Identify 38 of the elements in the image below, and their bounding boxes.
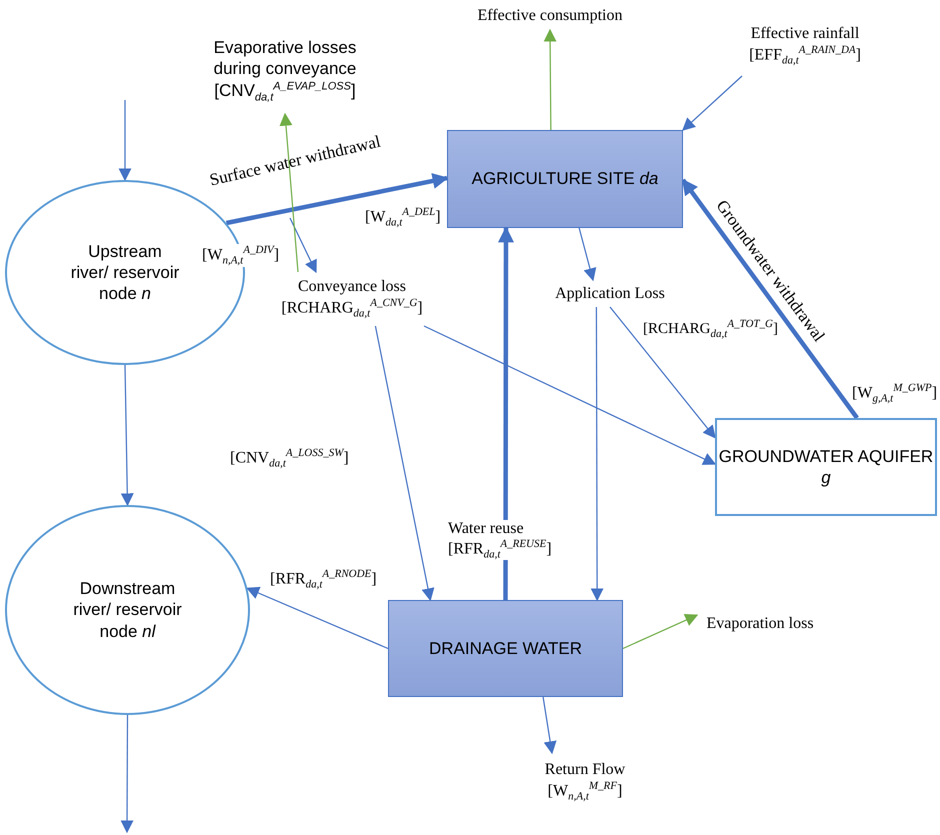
box-title: GROUNDWATER AQUIFER g xyxy=(718,446,934,488)
flow-label: Evaporation loss xyxy=(704,614,816,634)
arrow xyxy=(590,307,604,602)
arrow xyxy=(120,715,134,834)
box-title: AGRICULTURE SITE da xyxy=(472,168,658,190)
flow-label: Effective consumption xyxy=(476,6,624,26)
edge-label: Surface water withdrawal xyxy=(208,132,382,190)
flow-label: Conveyance loss xyxy=(296,276,408,297)
arrow xyxy=(610,306,716,439)
arrow xyxy=(120,364,134,506)
arrow xyxy=(544,28,557,130)
variable-label: [W$_{da,t}$$^{A_DEL}$] xyxy=(365,206,441,229)
arrow xyxy=(226,173,449,226)
arrow xyxy=(682,76,742,131)
process-box xyxy=(388,600,623,697)
edge-label: [CNV$_{da,t}$$^{A_LOSS_SW}$] xyxy=(230,447,349,470)
arrow xyxy=(498,226,514,600)
box-title: DRAINAGE WATER xyxy=(428,638,582,660)
arrow xyxy=(118,100,132,182)
node-label: Downstream river/ reservoir node nl xyxy=(72,578,182,642)
variable-label: [W$_{g,A,t}$$^{M_GWP}$] xyxy=(852,382,938,405)
variable-label: [EFF$_{da,t}$$^{A_RAIN_DA}$] xyxy=(747,44,863,68)
arrow xyxy=(374,326,434,602)
node-label: Upstream river/ reservoir node n xyxy=(70,240,180,304)
variable-label: [CNV$_{da,t}$$^{A_EVAP_LOSS}$] xyxy=(212,80,358,105)
arrow xyxy=(578,228,596,282)
arrow xyxy=(246,586,388,650)
edge-label: [RFR$_{da,t}$$^{A_RNODE}$] xyxy=(270,568,377,591)
arrow xyxy=(622,614,698,650)
flow-label: Application Loss xyxy=(553,284,667,304)
arrow xyxy=(279,112,299,272)
variable-label: [W$_{n,A,t}$$^{M_RF}$] xyxy=(546,780,624,804)
arrow xyxy=(289,218,317,274)
aquifer-box xyxy=(715,418,937,516)
arrow xyxy=(424,325,716,465)
arrow xyxy=(542,696,557,754)
process-box xyxy=(447,130,683,228)
arrow xyxy=(681,178,859,420)
